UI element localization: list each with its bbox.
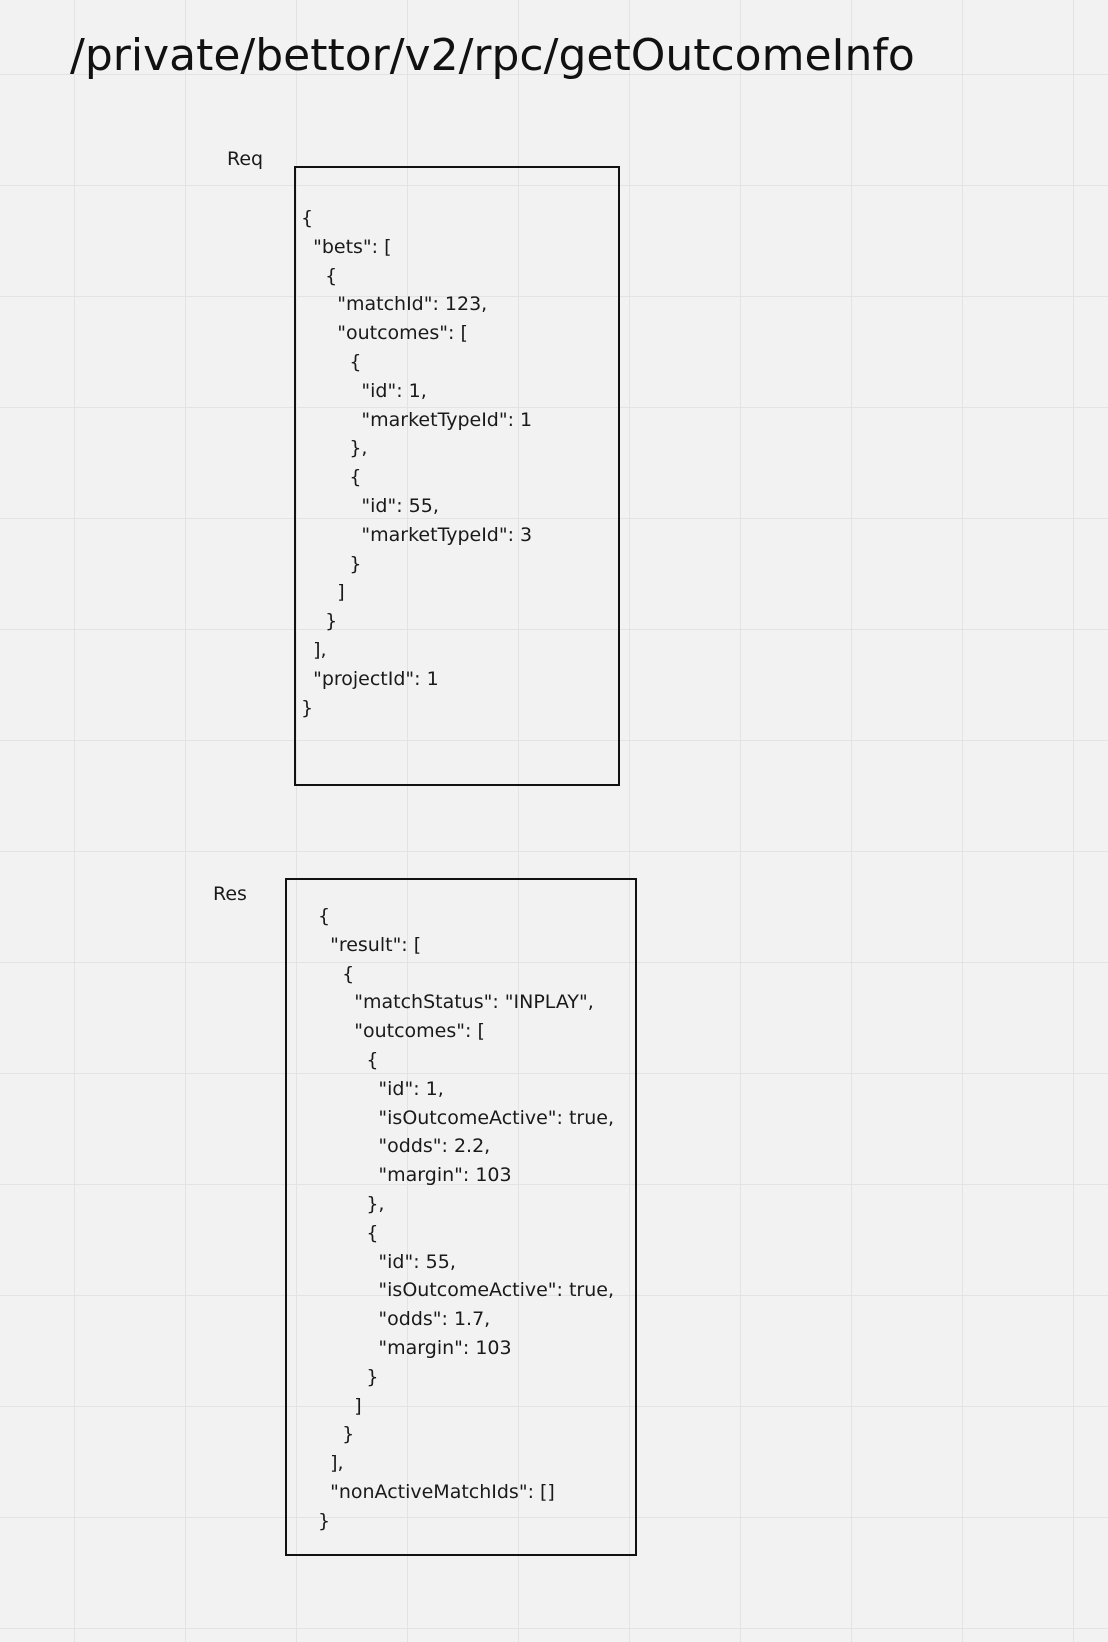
request-label: Req (227, 148, 264, 170)
request-box (294, 166, 620, 786)
request-json: { "bets": [ { "matchId": 123, "outcomes"… (301, 207, 533, 719)
response-box (285, 878, 637, 1556)
response-json: { "result": [ { "matchStatus": "INPLAY",… (318, 905, 615, 1532)
response-label: Res (213, 883, 247, 905)
endpoint-title: /private/bettor/v2/rpc/getOutcomeInfo (70, 30, 915, 81)
